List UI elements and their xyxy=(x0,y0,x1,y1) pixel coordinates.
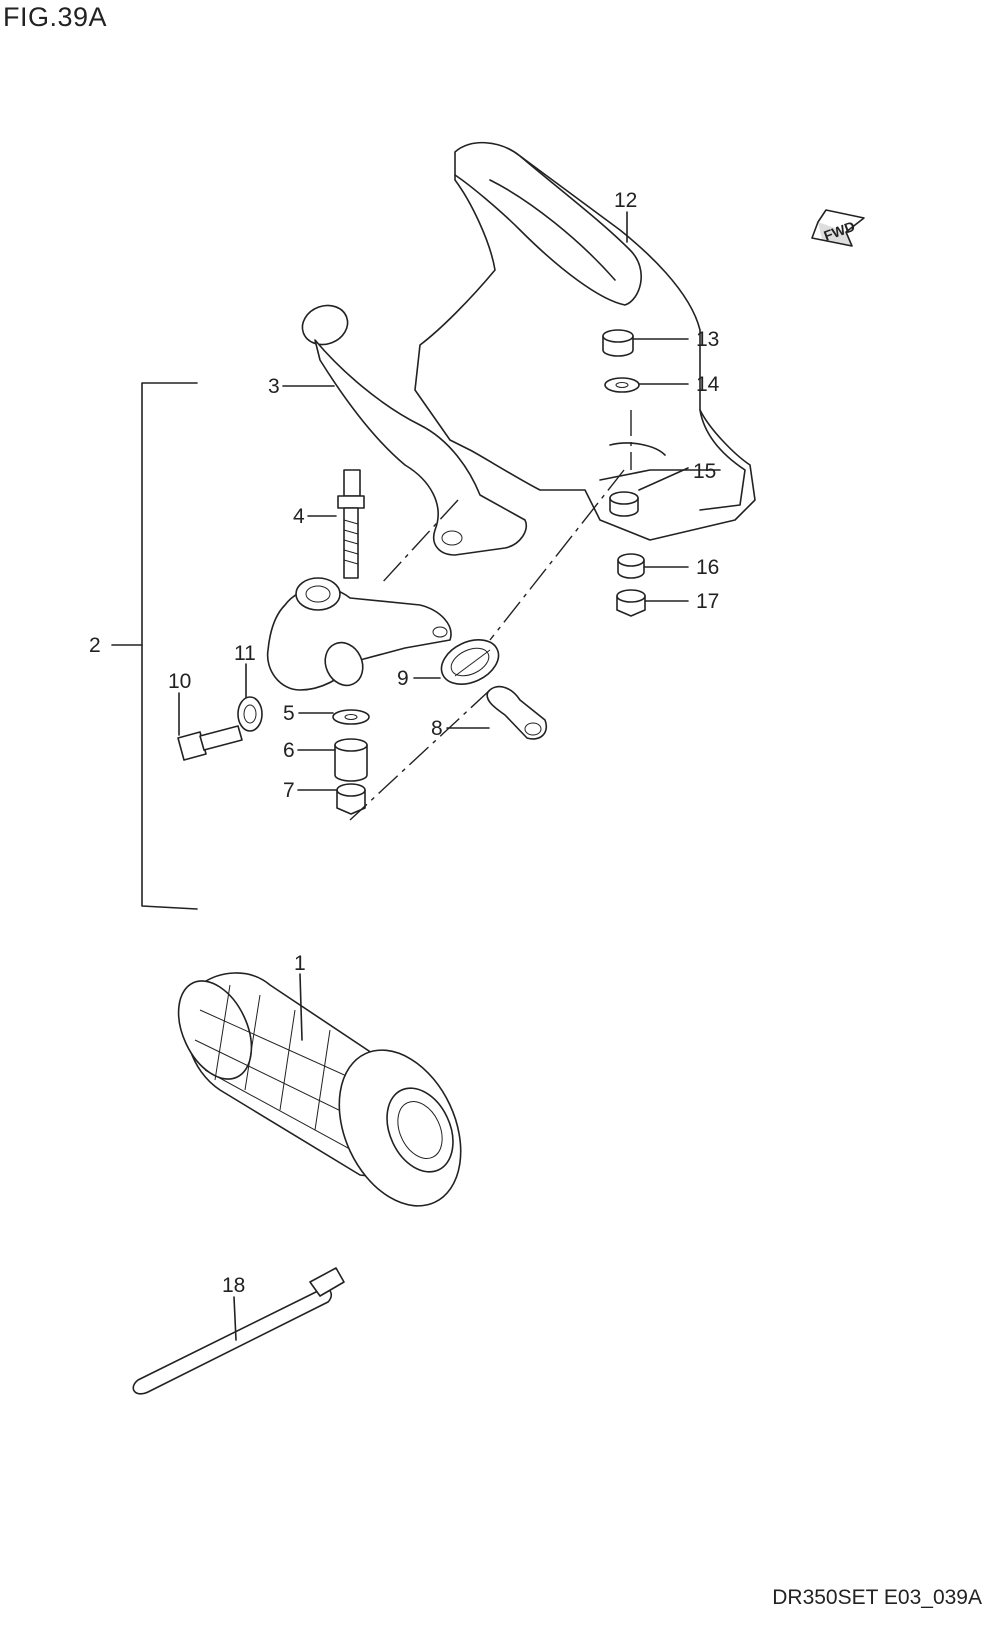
washer-11 xyxy=(237,696,263,732)
cable-tie xyxy=(132,1267,345,1395)
assembly-bracket xyxy=(141,382,198,910)
callout-5: 5 xyxy=(283,702,295,725)
collar-6 xyxy=(334,738,368,782)
callout-11: 11 xyxy=(234,642,256,665)
callout-10: 10 xyxy=(168,670,191,693)
callout-6: 6 xyxy=(283,739,295,762)
callout-8: 8 xyxy=(431,717,443,740)
washer-5 xyxy=(332,709,370,725)
callout-16: 16 xyxy=(696,556,719,579)
fwd-arrow-icon: FWD xyxy=(811,209,865,247)
callout-2: 2 xyxy=(89,634,101,657)
washer-14 xyxy=(604,377,640,393)
leader-lines xyxy=(111,211,689,1341)
figure-title: FIG.39A xyxy=(3,2,108,32)
callout-17: 17 xyxy=(696,590,719,613)
callout-7: 7 xyxy=(283,779,295,802)
nut-7 xyxy=(336,783,366,815)
callout-14: 14 xyxy=(696,373,720,396)
callout-15: 15 xyxy=(693,460,716,483)
callout-12: 12 xyxy=(614,189,637,212)
callout-9: 9 xyxy=(397,667,409,690)
callout-18: 18 xyxy=(222,1274,245,1297)
callout-3: 3 xyxy=(268,375,280,398)
nut-16 xyxy=(617,553,645,579)
cable-adjuster xyxy=(486,685,547,740)
callout-4: 4 xyxy=(293,505,305,528)
bolt-10 xyxy=(177,725,243,761)
clutch-lever xyxy=(301,304,527,556)
drawing-id: DR350SET E03_039A xyxy=(772,1586,982,1609)
handlebar-grip xyxy=(177,972,462,1207)
nut-15 xyxy=(609,491,639,517)
callout-13: 13 xyxy=(696,328,719,351)
nut-17 xyxy=(616,589,646,617)
hand-guard xyxy=(414,141,756,541)
adjuster-wheel xyxy=(440,639,500,685)
cap-13 xyxy=(602,329,634,357)
adjuster-bolt xyxy=(337,469,365,579)
lever-holder xyxy=(266,577,452,691)
callout-1: 1 xyxy=(294,952,306,975)
